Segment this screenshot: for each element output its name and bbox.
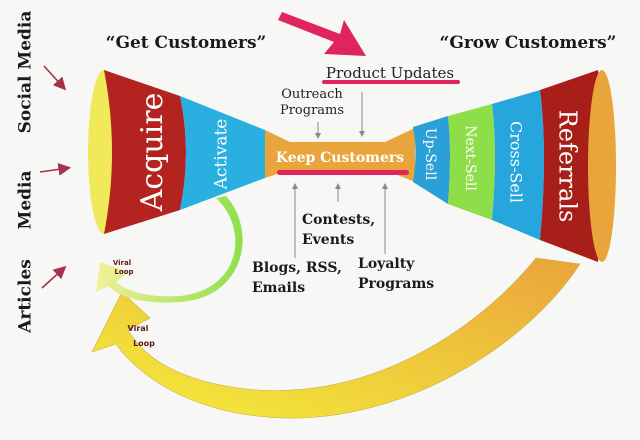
outreach-label-line2: Programs [280, 103, 344, 118]
grow-customers-heading: “Grow Customers” [440, 33, 617, 53]
big-viral-loop-arrow [91, 257, 581, 419]
small-loop-label-line2: Loop [114, 268, 133, 276]
referrals-label: Referrals [554, 110, 582, 223]
get-customers-heading: “Get Customers” [106, 33, 267, 53]
cross-sell-label: Cross-Sell [507, 121, 526, 203]
keep-customers-label: Keep Customers [276, 150, 404, 166]
stage-activate [180, 96, 268, 210]
small-loop-label-line1: Viral [113, 259, 131, 267]
stage-acquire [104, 70, 186, 234]
funnel-right-mouth [588, 70, 616, 262]
stage-next-sell [448, 104, 495, 220]
product-updates-underline [322, 80, 460, 84]
loyalty-label-line1: Loyalty [358, 256, 415, 272]
acquire-label: Acquire [135, 93, 170, 213]
activate-label: Activate [212, 119, 232, 191]
stage-keep-customers [265, 128, 415, 182]
articles-arrow [41, 265, 67, 289]
keep-customers-underline [277, 170, 409, 175]
small-viral-loop-arrow [96, 196, 243, 303]
stage-cross-sell [492, 90, 544, 240]
stage-up-sell [413, 116, 450, 204]
blogs-label-line2: Emails [252, 280, 305, 296]
next-sell-label: Next-Sell [462, 125, 478, 191]
big-loop-label-line1: Viral [128, 324, 149, 333]
contests-label-line2: Events [302, 232, 354, 248]
social-media-arrow [43, 65, 67, 91]
media-arrow [39, 163, 72, 176]
up-sell-label: Up-Sell [422, 128, 438, 181]
outreach-label-line1: Outreach [281, 87, 343, 102]
stage-referrals [540, 70, 604, 262]
loyalty-label-line2: Programs [358, 276, 434, 292]
big-loop-label-line2: Loop [133, 339, 155, 348]
source-social-media: Social Media [16, 11, 36, 134]
highlight-arrow [278, 12, 366, 56]
source-media: Media [16, 171, 36, 230]
blogs-label-line1: Blogs, RSS, [252, 260, 342, 276]
source-articles: Articles [16, 259, 36, 334]
product-updates-label: Product Updates [326, 64, 454, 82]
contests-label-line1: Contests, [302, 212, 375, 228]
